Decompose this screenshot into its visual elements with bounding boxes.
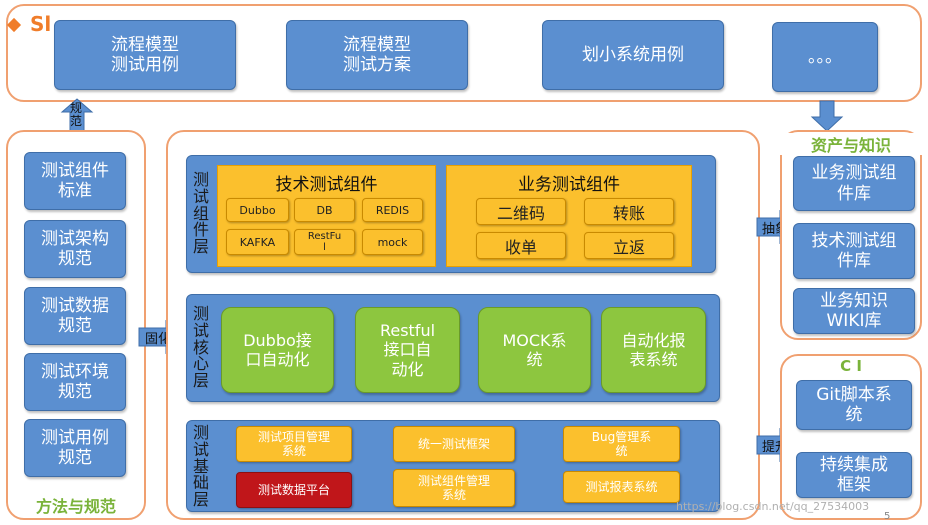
tech-item-mock: mock: [362, 229, 423, 255]
tech-item-dubbo: Dubbo: [226, 198, 289, 222]
core-item-dubbo-automation: Dubbo接 口自动化: [221, 307, 334, 393]
arrow-solidify-label: 固化: [144, 331, 171, 347]
component-layer-title: 测 试 组 件 层: [192, 170, 209, 257]
tech-item-redis: REDIS: [362, 198, 423, 222]
core-item-restful-automation: Restful 接口自 动化: [355, 307, 460, 393]
business-item-qrcode: 二维码: [476, 198, 566, 225]
tech-item-db: DB: [294, 198, 355, 222]
left-item-case-spec: 测试用例 规范: [24, 419, 126, 477]
assets-item-business-components: 业务测试组 件库: [793, 156, 915, 211]
base-item-component-management: 测试组件管理 系统: [393, 469, 515, 507]
left-caption: 方法与规范: [35, 497, 116, 516]
base-layer-title: 测 试 基 础 层: [192, 423, 209, 510]
ci-item-git-scripts: Git脚本系 统: [796, 380, 912, 430]
assets-item-wiki: 业务知识 WIKI库: [793, 288, 915, 334]
top-box-subsystem-cases: 划小系统用例: [542, 20, 724, 90]
top-box-ellipsis: 。。。: [772, 22, 878, 92]
core-item-mock-system: MOCK系 统: [478, 307, 591, 393]
left-item-component-standard: 测试组件 标准: [24, 152, 126, 210]
assets-item-tech-components: 技术测试组 件库: [793, 223, 915, 279]
left-item-architecture-spec: 测试架构 规范: [24, 220, 126, 278]
base-item-test-data-platform: 测试数据平台: [236, 472, 352, 508]
tech-component-title: 技术测试组件: [275, 175, 378, 195]
left-item-data-spec: 测试数据 规范: [24, 287, 126, 345]
business-item-transfer: 转账: [584, 198, 674, 225]
top-box-process-cases: 流程模型 测试用例: [54, 20, 236, 90]
base-item-report-system: 测试报表系统: [563, 471, 680, 503]
left-item-environment-spec: 测试环境 规范: [24, 353, 126, 411]
ci-caption: C I: [840, 357, 862, 375]
base-item-bug-management: Bug管理系 统: [563, 426, 680, 462]
tech-item-kafka: KAFKA: [226, 229, 289, 255]
tech-item-restful: RestFu l: [294, 229, 355, 255]
assets-caption: 资产与知识: [780, 133, 922, 155]
top-box-process-plans: 流程模型 测试方案: [286, 20, 468, 90]
watermark: https://blog.csdn.net/qq_27534003: [676, 500, 870, 513]
arrow-up-label: 规 范: [69, 101, 82, 128]
top-title-fragment: Sl: [30, 12, 52, 36]
page-number: 5: [884, 511, 891, 522]
base-item-unified-framework: 统一测试框架: [393, 426, 515, 462]
business-component-title: 业务测试组件: [518, 175, 620, 195]
ci-item-continuous-integration: 持续集成 框架: [796, 452, 912, 498]
business-item-rebate: 立返: [584, 232, 674, 259]
core-item-report-system: 自动化报 表系统: [601, 307, 706, 393]
business-item-acquiring: 收单: [476, 232, 566, 259]
arrow-down-icon: [810, 100, 844, 132]
core-layer-title: 测 试 核 心 层: [192, 304, 209, 391]
base-item-project-management: 测试项目管理 系统: [236, 426, 352, 462]
